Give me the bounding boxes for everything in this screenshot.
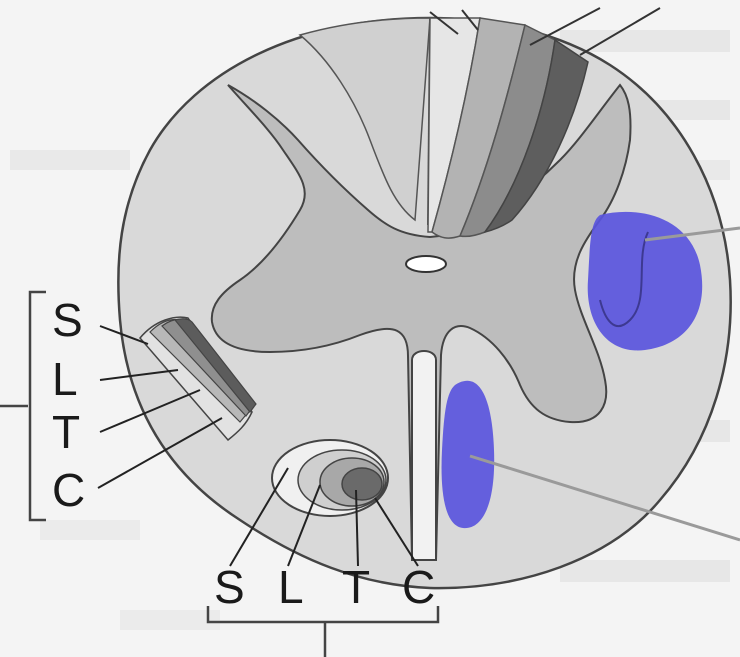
ventral-label-c: C [402,561,435,613]
lateral-label-l: L [52,353,78,405]
lateral-label-s: S [52,294,83,346]
ventral-label-l: L [278,561,304,613]
ventral-median-fissure [412,351,436,560]
lesion-ventral-right [442,381,495,528]
lateral-label-c: C [52,464,85,516]
ventral-label-s: S [214,561,245,613]
lateral-label-t: T [52,406,80,458]
ventral-label-t: T [342,561,370,613]
central-canal [406,256,446,272]
ventral-tract-bands [272,440,388,516]
